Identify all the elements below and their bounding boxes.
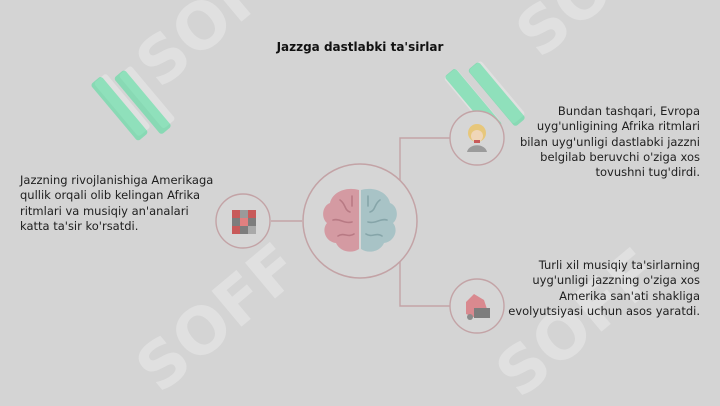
left-node-text: Jazzning rivojlanishiga Amerikaga qullik… (20, 173, 214, 233)
musical-fusion-icon (466, 294, 490, 320)
european-portrait-icon (467, 124, 487, 152)
watermark-logo-1 (94, 66, 175, 136)
bottom-right-node (449, 278, 505, 334)
center-node (302, 163, 418, 279)
left-node (215, 193, 271, 249)
bottom-right-node-text: Turli xil musiqiy ta'sirlarning uyg'unli… (508, 258, 700, 318)
top-right-node (449, 110, 505, 166)
slide-title: Jazzga dastlabki ta'sirlar (276, 40, 444, 54)
african-pattern-icon (232, 210, 256, 234)
top-right-node-text: Bundan tashqari, Evropa uyg'unligining A… (519, 104, 700, 180)
brain-icon (323, 188, 397, 252)
